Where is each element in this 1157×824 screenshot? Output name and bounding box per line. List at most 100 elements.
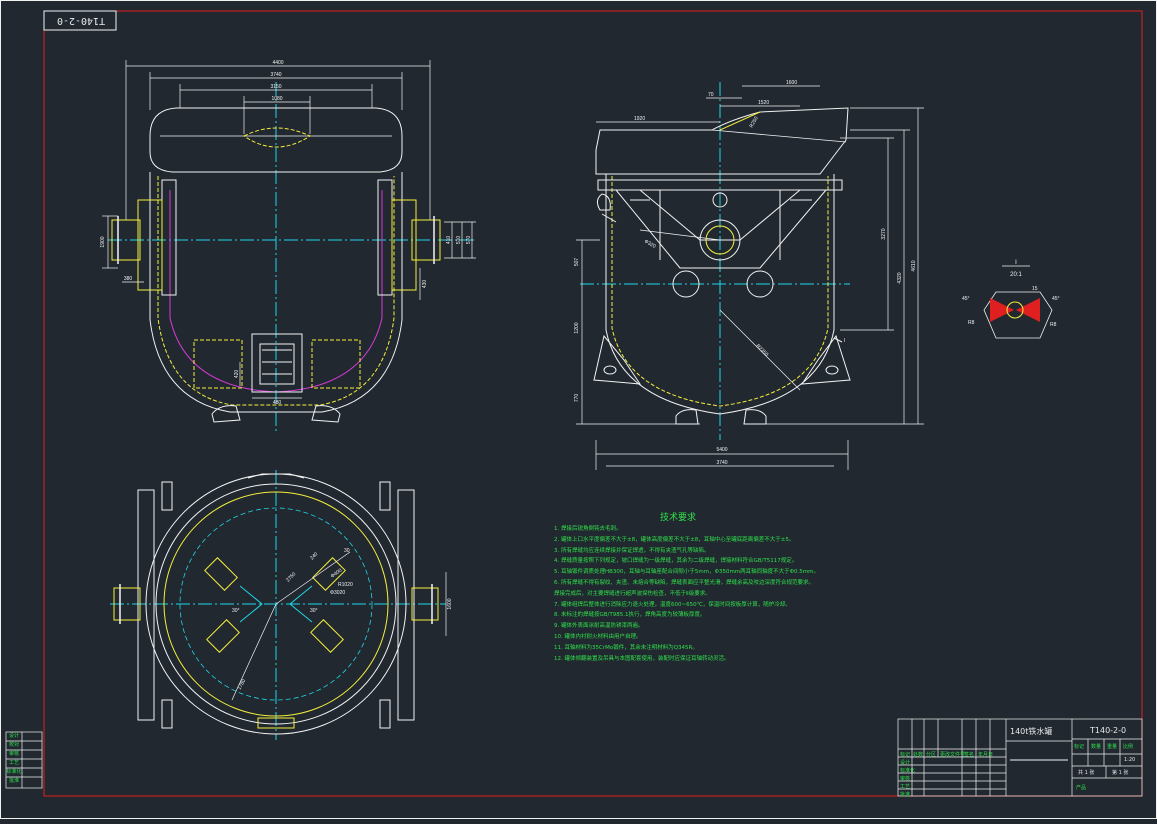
dim-3270: 3270	[881, 228, 887, 239]
dim-right-c: 570	[466, 236, 472, 245]
dim-d320: Φ320	[643, 239, 657, 250]
title-block-label: 工艺	[900, 784, 911, 790]
dim-right-a: 410	[446, 236, 452, 245]
dim-3740: 3740	[270, 72, 281, 78]
side-table-cell: 标准化	[6, 769, 22, 775]
dim-1520: 1520	[758, 100, 769, 106]
front-view	[102, 60, 476, 432]
dim-top-240: 240	[309, 551, 319, 561]
dim-bottom-height: 420	[234, 370, 240, 379]
top-view	[110, 470, 447, 740]
dim-4320: 4320	[897, 272, 903, 283]
side-table	[5, 731, 43, 789]
side-table-cell: 校对	[8, 742, 19, 748]
detail-scale: 20:1	[1010, 272, 1022, 278]
code-box-frame	[43, 10, 117, 31]
title-block-label: 批准	[900, 792, 911, 798]
mark-label: 标记	[1074, 744, 1085, 750]
dim-top-30b: 30°	[310, 608, 318, 614]
weight-label: 重量	[1107, 744, 1118, 750]
scale-label: 比例	[1123, 744, 1134, 750]
detail-label: I	[1015, 260, 1017, 266]
dim-right-d: 430	[422, 280, 428, 289]
company-label: 产品	[1076, 785, 1087, 791]
dim-r250: R250	[749, 115, 760, 129]
tech-requirement-item: 5. 耳轴锻件调质处理HB300，耳轴与耳轴座配合间隙小于5mm，Φ350mm两…	[554, 569, 819, 576]
tech-requirement-item: 12. 罐体倾翻装置及吊具与本图配套使用，装配时应保证耳轴转动灵活。	[554, 655, 730, 662]
side-table-cell: 批准	[8, 778, 19, 784]
tech-requirement-item: 焊接完成后，对主要焊缝进行超声波探伤检查，不低于Ⅱ级要求。	[554, 590, 711, 597]
tech-requirement-item: 3. 所有焊缝均应连续焊接并保证焊透，不得有夹渣气孔等缺陷。	[554, 547, 710, 554]
dim-top-d400: Φ400	[330, 568, 344, 580]
title-block-label: 更改文件号	[940, 752, 966, 758]
title-block-label: 标记	[900, 752, 911, 758]
side-table-cell: 审核	[8, 751, 19, 757]
title-block-label: 年月日	[978, 752, 994, 758]
title-block-label: 标准化	[900, 768, 916, 774]
dim-3740-side: 3740	[716, 460, 727, 466]
sheet-total: 共 1 张	[1078, 770, 1095, 776]
dim-4610: 4610	[911, 260, 917, 271]
title-block-label: 处数	[913, 752, 924, 758]
front-view-dimensions: 4400 3740 3150 1080 1900 380 410 510 570…	[100, 60, 472, 406]
part-name: 140t铁水罐	[1010, 727, 1053, 736]
dim-left-width: 380	[124, 276, 133, 282]
dim-1600: 1600	[786, 80, 797, 86]
tech-requirement-item: 10. 罐体内衬耐火材料由用户自理。	[554, 633, 642, 640]
dim-507: 507	[574, 258, 580, 267]
tech-requirements-title: 技术要求	[659, 513, 696, 523]
side-view	[576, 82, 924, 470]
detail-dim-15: 15	[1032, 286, 1038, 292]
detail-view	[983, 265, 1053, 339]
sheet-number: 第 1 张	[1112, 770, 1129, 776]
dim-top-30a: 30°	[232, 608, 240, 614]
tech-requirement-item: 11. 耳轴材料为35CrMo锻件，其余未注明材料为Q345R。	[554, 644, 698, 651]
tech-requirement-item: 9. 罐体外表面涂耐高温防锈漆两遍。	[554, 623, 644, 630]
tech-requirements-list: 1. 焊接后锐角倒钝去毛刺。 2. 罐体上口水平度偏差不大于±8，罐体高度偏差不大…	[554, 524, 894, 664]
dim-r2350: R2350	[755, 343, 770, 358]
tech-requirement-item: 7. 罐体组焊后整体进行消除应力退火处理，温度600~650℃，保温时间按板厚计…	[554, 601, 791, 608]
inner-frame	[43, 10, 1143, 797]
section-arrow-label: I	[844, 338, 845, 344]
tech-requirement-item: 2. 罐体上口水平度偏差不大于±8，罐体高度偏差不大于±8，耳轴中心至罐底距离偏…	[554, 536, 795, 543]
detail-view-labels: I 20:1 45° 45° R8 15 R8	[962, 260, 1060, 328]
detail-dim-r8a: R8	[968, 320, 975, 326]
dim-1080: 1080	[271, 96, 282, 102]
dim-4400: 4400	[272, 60, 283, 66]
tech-requirement-item: 1. 焊接后锐角倒钝去毛刺。	[554, 526, 622, 532]
count-label: 数量	[1091, 744, 1102, 750]
title-block-label: 审核	[900, 776, 911, 782]
title-block-label: 签名	[964, 752, 975, 758]
dim-770: 770	[574, 394, 580, 403]
dim-right-b: 510	[456, 236, 462, 245]
dim-left-height: 1900	[100, 236, 106, 247]
part-code: T140-2-0	[1090, 726, 1127, 735]
dim-1920: 1920	[634, 116, 645, 122]
title-block-label: 分区	[926, 752, 937, 758]
tech-requirement-item: 6. 所有焊缝不得有裂纹、夹渣、未熔合等缺陷，焊缝表面应平整光滑，焊缝余高及咬边…	[554, 579, 814, 586]
dim-3150: 3150	[270, 84, 281, 90]
dim-top-r1020: R1020	[338, 582, 353, 588]
side-table-cell: 工艺	[8, 760, 19, 766]
title-block	[897, 718, 1143, 797]
drawing-code-corner: T140-2-0	[56, 15, 106, 26]
title-block-label: 设计	[900, 760, 911, 766]
scale-value: 1:20	[1124, 757, 1136, 763]
dim-top-d3020: Φ3020	[330, 590, 345, 596]
dim-top-30: 30	[344, 548, 350, 554]
detail-dim-r8b: R8	[1050, 322, 1057, 328]
dim-top-2750: 2750	[285, 571, 297, 583]
dim-1200: 1200	[574, 322, 580, 333]
detail-dim-45a: 45°	[962, 296, 970, 302]
detail-dim-45b: 45°	[1052, 296, 1060, 302]
dim-5400: 5400	[716, 447, 727, 453]
dim-top-1600: 1600	[447, 598, 453, 609]
dim-70: 70	[708, 92, 714, 98]
tech-requirement-item: 8. 未标注的焊缝按GB/T985.1执行，焊角高度为较薄板厚度。	[554, 612, 706, 619]
tech-requirement-item: 4. 焊缝质量按照下列规定，坡口焊缝为一级焊缝，其余为二级焊缝，焊接材料符合GB…	[554, 558, 798, 565]
side-table-cell: 设计	[8, 733, 19, 739]
dim-bottom-width: 480	[273, 400, 282, 406]
